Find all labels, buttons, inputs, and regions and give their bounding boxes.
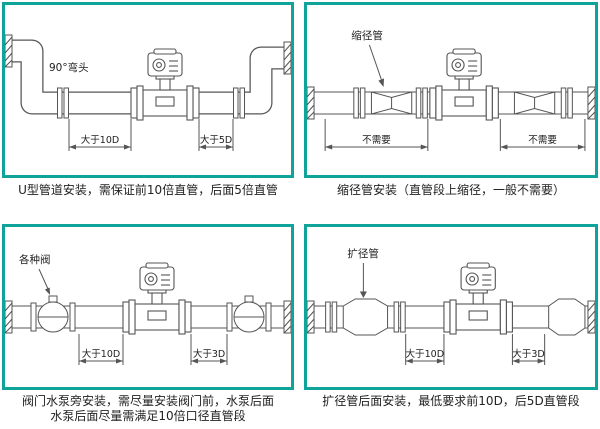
pipe-end-hatch xyxy=(307,300,315,334)
pipe-end-hatch xyxy=(307,86,315,120)
dimension-right: 不需要 xyxy=(499,119,586,151)
valve-callout-label: 各种阀 xyxy=(19,253,51,266)
expander-fitting-left xyxy=(342,298,389,336)
panel-expander-install: 扩径管 大于10D 大于3D xyxy=(304,224,598,390)
expander-callout-label: 扩径管 xyxy=(347,247,379,260)
drawing-valves: 各种阀 大于10D 大于3D xyxy=(5,253,291,365)
flowmeter-symbol xyxy=(130,48,200,121)
valve-callout: 各种阀 xyxy=(19,253,51,295)
dimension-left: 不需要 xyxy=(324,119,429,151)
elbow-callout-label: 90°弯头 xyxy=(49,61,89,74)
dimension-left-label: 不需要 xyxy=(362,135,391,146)
drawing-u-pipe: 90°弯头 大于10D 大于5D xyxy=(5,34,291,151)
drawing-expander: 扩径管 大于10D 大于3D xyxy=(307,247,595,365)
expander-fitting-right xyxy=(548,298,586,336)
pipe-end-hatch xyxy=(5,34,13,68)
flowmeter-symbol xyxy=(429,48,499,121)
dimension-right-label: 大于3D xyxy=(512,348,545,360)
dimension-left-label: 大于10D xyxy=(82,348,120,360)
dimension-left-label: 大于10D xyxy=(406,348,445,360)
dimension-right-label: 不需要 xyxy=(528,135,557,146)
reducer-fitting-right xyxy=(513,91,556,115)
dimension-right: 大于5D xyxy=(198,119,234,151)
dimension-left-label: 大于10D xyxy=(81,134,119,146)
dimension-left: 大于10D xyxy=(68,119,132,151)
drawing-reducer: 缩径管 不需要 不需要 xyxy=(307,29,595,151)
pipe-end-hatch xyxy=(587,86,595,120)
dimension-right: 大于3D xyxy=(190,334,228,365)
caption-valve: 阀门水泵旁安装，需尽量安装阀门前，水泵后面 水泵后面尽量需满足10倍口径直管段 xyxy=(2,394,294,424)
dimension-left: 大于10D xyxy=(405,334,445,365)
caption-valve-line2: 水泵后面尽量需满足10倍口径直管段 xyxy=(50,409,246,423)
flowmeter-symbol xyxy=(443,262,513,335)
panel-valve-install: 各种阀 大于10D 大于3D xyxy=(2,224,294,390)
reducer-fitting-left xyxy=(370,91,413,115)
caption-u-pipe: U型管道安装，需保证前10倍直管，后面5倍直管 xyxy=(18,183,278,197)
dimension-right-label: 大于3D xyxy=(193,348,225,360)
caption-valve-line1: 阀门水泵旁安装，需尽量安装阀门前，水泵后面 xyxy=(21,394,274,408)
flowmeter-symbol xyxy=(122,262,192,335)
dimension-right: 大于3D xyxy=(511,334,546,365)
caption-expander: 扩径管后面安装，最低要求前10D，后5D直管段 xyxy=(322,394,580,408)
pipe-end-hatch xyxy=(283,41,291,75)
dimension-left: 大于10D xyxy=(78,334,124,365)
panel-reducer-install: 缩径管 不需要 不需要 xyxy=(304,2,598,178)
pipe-end-hatch xyxy=(283,300,291,334)
expander-callout: 扩径管 xyxy=(347,247,379,298)
pipe-end-hatch xyxy=(587,300,595,334)
reducer-callout: 缩径管 xyxy=(351,29,385,87)
panel-u-pipe-install: 90°弯头 大于10D 大于5D xyxy=(2,2,294,178)
reducer-callout-label: 缩径管 xyxy=(351,29,383,42)
dimension-right-label: 大于5D xyxy=(200,134,232,146)
caption-reducer: 缩径管安装（直管段上缩径，一般不需要） xyxy=(336,183,565,197)
pipe-end-hatch xyxy=(5,300,13,334)
